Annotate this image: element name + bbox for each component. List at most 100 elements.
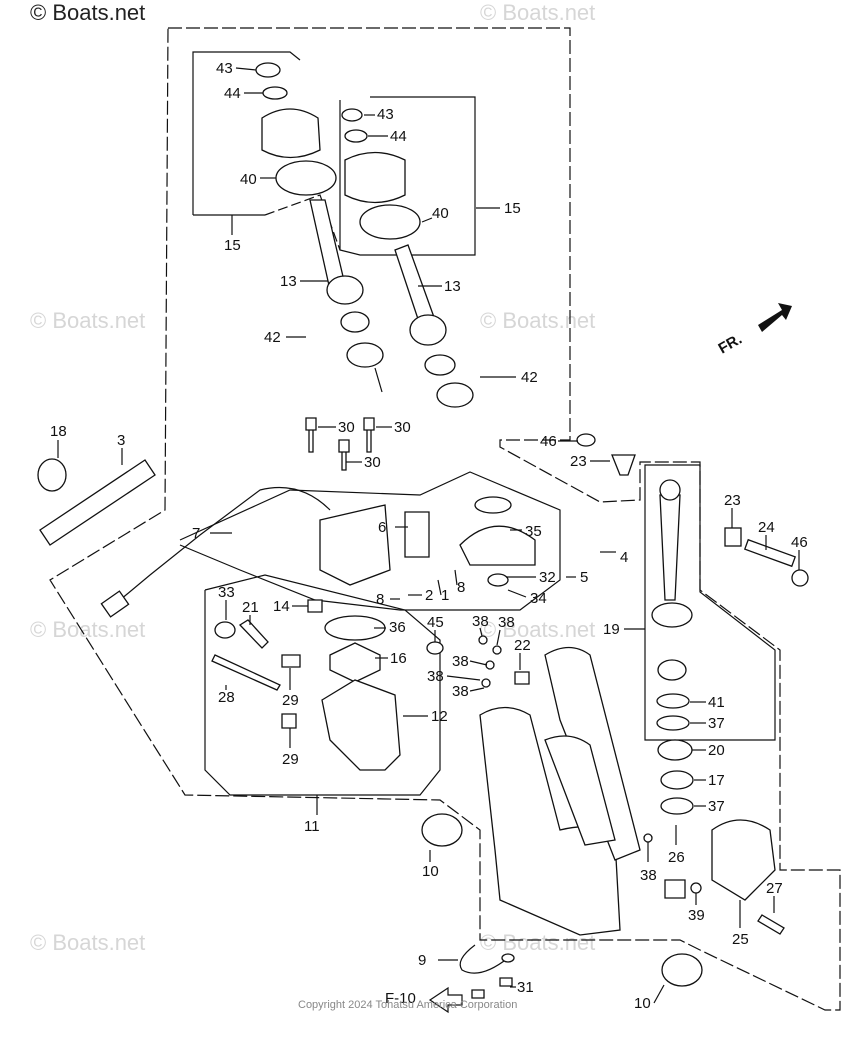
- part-44-ring-left: [262, 86, 288, 100]
- callout-leader: [496, 629, 501, 646]
- part-24-pin: [743, 538, 797, 568]
- callout-number: 22: [514, 637, 531, 654]
- front-label: FR.: [716, 331, 745, 358]
- callout-number: 30: [338, 419, 355, 436]
- callout-number: 30: [364, 454, 381, 471]
- callout-number: 13: [280, 273, 297, 290]
- part-38-nut-a: [478, 635, 488, 645]
- callout-number: 8: [457, 579, 465, 596]
- callout-number: 29: [282, 692, 299, 709]
- part-23-bushing: [724, 527, 742, 547]
- boats-net-watermark: © Boats.net: [480, 930, 596, 955]
- part-30-bolt-a: [305, 417, 317, 453]
- callout-leader: [454, 569, 458, 586]
- reference-label: F-10: [385, 990, 416, 1007]
- part-46-nut-top: [576, 433, 596, 447]
- part-40-oring-right: [359, 204, 421, 240]
- part-19-piston-lower: [657, 659, 687, 681]
- callout-number: 17: [708, 772, 725, 789]
- callout-number: 44: [224, 85, 241, 102]
- part-30-bolt-b: [363, 417, 375, 453]
- callout-number: 37: [708, 715, 725, 732]
- callout-number: 38: [452, 653, 469, 670]
- part-28-bolt: [211, 654, 281, 691]
- part-25-cover: [711, 819, 776, 901]
- reference-arrow: [428, 986, 463, 1014]
- callout-number: 20: [708, 742, 725, 759]
- part-19-shaft: [659, 494, 681, 601]
- callout-number: 43: [216, 60, 233, 77]
- part-37-ring-upper: [656, 715, 690, 731]
- callout-number: 38: [427, 668, 444, 685]
- part-38-nut-c: [485, 660, 495, 670]
- callout-number: 29: [282, 751, 299, 768]
- callout-number: 37: [708, 798, 725, 815]
- part-37-ring-lower: [660, 797, 694, 815]
- box-19: [644, 464, 776, 741]
- callout-number: 40: [432, 205, 449, 222]
- callout-number: 13: [444, 278, 461, 295]
- part-13-piston-left: [326, 275, 364, 305]
- front-arrow: [758, 303, 792, 332]
- callout-number: 41: [708, 694, 725, 711]
- part-40-oring-left: [275, 160, 337, 196]
- callout-number: 33: [218, 584, 235, 601]
- callout-leader: [437, 579, 442, 596]
- part-7-motor: [319, 504, 391, 586]
- part-46-nut-right: [791, 569, 809, 587]
- callout-number: 28: [218, 689, 235, 706]
- callout-number: 16: [390, 650, 407, 667]
- boats-net-watermark: © Boats.net: [30, 930, 146, 955]
- part-19-piston: [651, 602, 693, 628]
- part-26-nut: [664, 879, 686, 899]
- part-12-pump-body: [321, 679, 401, 771]
- callout-number: 15: [224, 237, 241, 254]
- part-39-washer: [690, 882, 702, 894]
- box-4: [179, 471, 561, 611]
- callout-number: 14: [273, 598, 290, 615]
- part-38-nut-lower: [643, 833, 653, 843]
- part-21-valve: [238, 619, 269, 649]
- part-38-nut-b: [492, 645, 502, 655]
- part-10-plug-left: [421, 813, 463, 847]
- part-5-end-cap: [459, 525, 536, 566]
- part-42-ring-a: [340, 311, 370, 333]
- callout-number: 30: [394, 419, 411, 436]
- boats-net-watermark: © Boats.net: [480, 617, 596, 642]
- callout-number: 11: [304, 818, 320, 835]
- callout-leader: [653, 984, 665, 1004]
- part-7-wire: [119, 486, 331, 601]
- callout-number: 3: [117, 432, 125, 449]
- callout-number: 9: [418, 952, 426, 969]
- callout-number: 25: [732, 931, 749, 948]
- callout-number: 19: [603, 621, 620, 638]
- part-29-plug-a: [281, 654, 301, 668]
- callout-number: 4: [620, 549, 628, 566]
- callout-number: 15: [504, 200, 521, 217]
- callout-number: 36: [389, 619, 406, 636]
- part-16-filter: [329, 642, 381, 683]
- part-14-plug: [307, 599, 323, 613]
- part-29-plug-b: [281, 713, 297, 729]
- boats-net-watermark: © Boats.net: [30, 308, 146, 333]
- part-34-washer: [487, 573, 509, 587]
- callout-number: 7: [192, 525, 200, 542]
- callout-number: 32: [539, 569, 556, 586]
- box-15-right: [339, 96, 476, 256]
- part-42-ring-d: [436, 382, 474, 408]
- part-35-oring: [474, 496, 512, 514]
- callout-number: 1: [441, 587, 449, 604]
- callout-number: 38: [472, 613, 489, 630]
- part-19-eye: [659, 479, 681, 501]
- part-11-cylinder-mid: [544, 735, 616, 846]
- callout-number: 6: [378, 519, 386, 536]
- callout-number: 21: [242, 599, 259, 616]
- part-cylinder-cap-right: [344, 151, 406, 204]
- part-43-seal-left: [255, 62, 281, 78]
- callout-number: 40: [240, 171, 257, 188]
- part-7-connector: [100, 590, 130, 618]
- boats-net-watermark: © Boats.net: [30, 617, 146, 642]
- callout-number: 43: [377, 106, 394, 123]
- part-6-armature: [404, 511, 430, 558]
